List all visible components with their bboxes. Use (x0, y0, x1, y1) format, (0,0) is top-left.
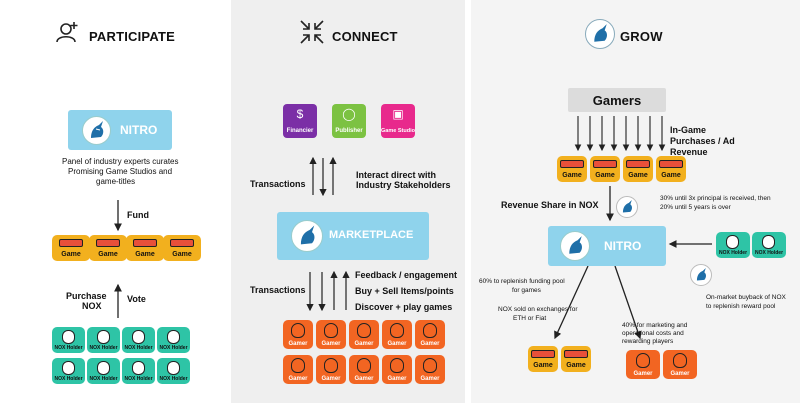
marketing-text-3: rewarding players (622, 338, 674, 345)
buyback-text-2: to replenish reward pool (706, 303, 776, 310)
publisher-tile: ◯Publisher (332, 104, 366, 138)
buyback-text-1: On-market buyback of NOX (706, 294, 786, 301)
marketplace-label: MARKETPLACE (329, 229, 414, 241)
principal-text-1: 30% until 3x principal is received, then (660, 195, 771, 202)
grow-nitro-unicorn-logo-icon (560, 231, 590, 261)
purchase-nox-label-1: Purchase (66, 291, 107, 301)
nox-holder-tile: NOX Holder (52, 358, 85, 384)
mouse-icon: ◯ (342, 107, 356, 121)
curates-text-2: Promising Game Studios and (68, 167, 173, 176)
nox-sold-text-2: ETH or Fiat (513, 315, 547, 322)
money-bag-icon: $ (296, 107, 304, 121)
connect-title: CONNECT (332, 29, 398, 44)
game-tile: Game (656, 156, 686, 182)
game-tile: Game (561, 346, 591, 372)
grow-unicorn-logo-icon (585, 19, 615, 49)
game-studio-tile: ▣Game Studio (381, 104, 415, 138)
nox-holder-tile: NOX Holder (52, 327, 85, 353)
purchase-nox-label-2: NOX (82, 301, 102, 311)
gamer-tile: Gamer (283, 320, 313, 349)
grow-title: GROW (620, 29, 663, 44)
replenish-text-2: for games (512, 287, 541, 294)
game-tile: Game (528, 346, 558, 372)
gamer-tile: Gamer (626, 350, 660, 379)
marketing-text-2: operational costs and (622, 330, 684, 337)
marketplace-box: MARKETPLACE (277, 212, 429, 260)
marketing-text-1: 40% for marketing and (622, 322, 688, 329)
gamer-tile: Gamer (663, 350, 697, 379)
gamer-tile: Gamer (382, 355, 412, 384)
game-tile: Game (126, 235, 164, 261)
feedback-text-3: Discover + play games (355, 302, 453, 312)
feedback-text-1: Feedback / engagement (355, 270, 458, 280)
nox-holder-tile: NOX Holder (122, 327, 155, 353)
nox-holder-tile: NOX Holder (87, 327, 120, 353)
gamer-tile: Gamer (349, 355, 379, 384)
ingame-text-1: In-Game (670, 125, 707, 135)
revenue-share-label: Revenue Share in NOX (501, 200, 599, 210)
nox-holder-tile: NOX Holder (157, 327, 190, 353)
curates-text-3: game-titles (96, 177, 136, 186)
grow-nitro-box: NITRO (548, 226, 666, 266)
gamer-tile: Gamer (349, 320, 379, 349)
curates-text-1: Panel of industry experts curates (62, 157, 179, 166)
principal-text-2: 20% until 5 years is over (660, 204, 731, 211)
nox-holder-tile: NOX Holder (157, 358, 190, 384)
transactions-top-label: Transactions (250, 179, 306, 189)
game-tile: Game (623, 156, 653, 182)
fund-label: Fund (127, 210, 149, 220)
gamer-tile: Gamer (415, 320, 445, 349)
marketplace-unicorn-logo-icon (291, 220, 323, 252)
gamepad-icon: ▣ (392, 107, 404, 121)
participate-title: PARTICIPATE (89, 29, 175, 44)
gamer-tile: Gamer (415, 355, 445, 384)
game-tile: Game (590, 156, 620, 182)
gamers-label: Gamers (592, 93, 642, 108)
gamer-tile: Gamer (316, 355, 346, 384)
ingame-text-2: Purchases / Ad (670, 136, 735, 146)
game-tile: Game (89, 235, 127, 261)
vote-label: Vote (127, 294, 146, 304)
add-user-icon (56, 22, 78, 43)
nox-holder-tile: NOX Holder (122, 358, 155, 384)
nox-token-icon (616, 196, 638, 218)
game-tile: Game (163, 235, 201, 261)
game-tile: Game (52, 235, 90, 261)
transactions-bottom-label: Transactions (250, 285, 306, 295)
nox-sold-text-1: NOX sold on exchanges for (498, 306, 578, 313)
interact-text-1: Interact direct with (356, 170, 437, 180)
interact-text-2: Industry Stakeholders (356, 180, 451, 190)
nox-holder-tile: NOX Holder (752, 232, 786, 258)
gamer-tile: Gamer (316, 320, 346, 349)
financier-tile: $Financier (283, 104, 317, 138)
replenish-text-1: 60% to replenish funding pool (479, 278, 565, 285)
connect-arrows-icon (300, 20, 324, 44)
buyback-nox-token-icon (690, 264, 712, 286)
game-tile: Game (557, 156, 587, 182)
grow-nitro-label: NITRO (604, 239, 642, 253)
gamer-tile: Gamer (382, 320, 412, 349)
gamers-box: Gamers (568, 88, 666, 112)
nox-holder-tile: NOX Holder (716, 232, 750, 258)
nitro-unicorn-logo-icon (82, 116, 111, 145)
ingame-text-3: Revenue (670, 147, 708, 157)
nox-holder-tile: NOX Holder (87, 358, 120, 384)
participate-nitro-box: NITRO (68, 110, 172, 150)
feedback-text-2: Buy + Sell Items/points (355, 286, 454, 296)
participate-nitro-label: NITRO (120, 123, 158, 137)
gamer-tile: Gamer (283, 355, 313, 384)
